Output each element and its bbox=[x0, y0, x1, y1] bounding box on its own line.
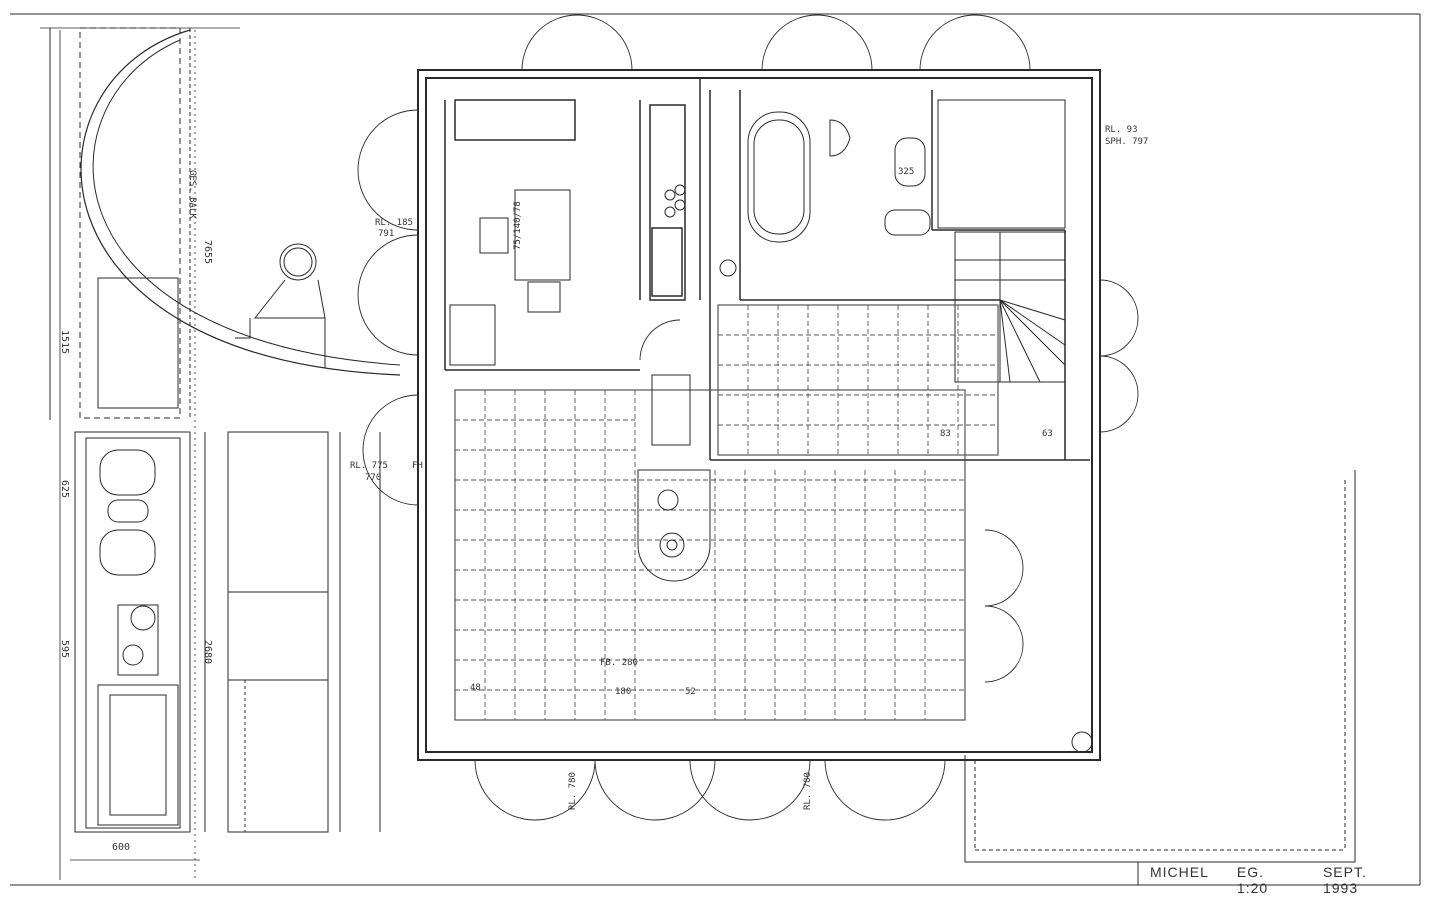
living-dim-1: 48 bbox=[470, 683, 481, 693]
hall-dim-1: 83 bbox=[940, 429, 951, 439]
title-name: MICHEL bbox=[1150, 864, 1209, 880]
entry-level-label: RL. 775 bbox=[350, 461, 388, 471]
interior-walls bbox=[444, 78, 1090, 461]
outer-walls bbox=[417, 69, 1101, 761]
terrace bbox=[964, 470, 1356, 863]
kitchen-level-label: RL. 185 bbox=[375, 218, 413, 228]
living-dim-2: 52 bbox=[685, 687, 696, 697]
kitchen-value-label: 791 bbox=[378, 229, 394, 239]
door-swings bbox=[357, 14, 1139, 821]
title-scale: EG. 1:20 bbox=[1236, 864, 1269, 896]
left-dim-3: 600 bbox=[112, 842, 130, 853]
left-dim-6: 1515 bbox=[59, 330, 70, 354]
hall-dim-2: 63 bbox=[1042, 429, 1053, 439]
left-dim-5: 625 bbox=[59, 480, 70, 498]
title-date: SEPT. 1993 bbox=[1322, 864, 1367, 896]
note-text: GES. BALK bbox=[187, 170, 197, 219]
south-sill-2: RL. 780 bbox=[803, 772, 813, 810]
bath-note-label: 325 bbox=[898, 167, 914, 177]
kitchen-table-label: 75/140/78 bbox=[513, 201, 523, 250]
hall-tiles bbox=[717, 304, 999, 456]
living-dim-3: 180 bbox=[615, 687, 631, 697]
stair-top-label: RL. 93 bbox=[1105, 125, 1138, 135]
carport-area bbox=[49, 27, 401, 420]
living-room-tiles bbox=[454, 389, 966, 721]
floor-mark-label: FB. 280 bbox=[600, 658, 638, 668]
bathroom-fixtures bbox=[719, 99, 1066, 277]
dimension-lines bbox=[40, 27, 240, 880]
title-block: MICHEL EG. 1:20 SEPT. 1993 bbox=[1150, 864, 1400, 896]
fireplace bbox=[637, 374, 711, 582]
left-dim-1: 7655 bbox=[202, 240, 213, 264]
stair bbox=[954, 231, 1066, 383]
stair-sub-label: SPH. 797 bbox=[1105, 137, 1148, 147]
entry-value-label: 770 bbox=[365, 473, 381, 483]
south-sill-1: RL. 780 bbox=[568, 772, 578, 810]
garage-strip bbox=[74, 431, 381, 833]
left-dim-2: 2680 bbox=[202, 640, 213, 664]
kitchen-furniture bbox=[449, 184, 686, 366]
entry-fh-label: FH bbox=[412, 461, 423, 471]
left-dim-4: 595 bbox=[59, 640, 70, 658]
